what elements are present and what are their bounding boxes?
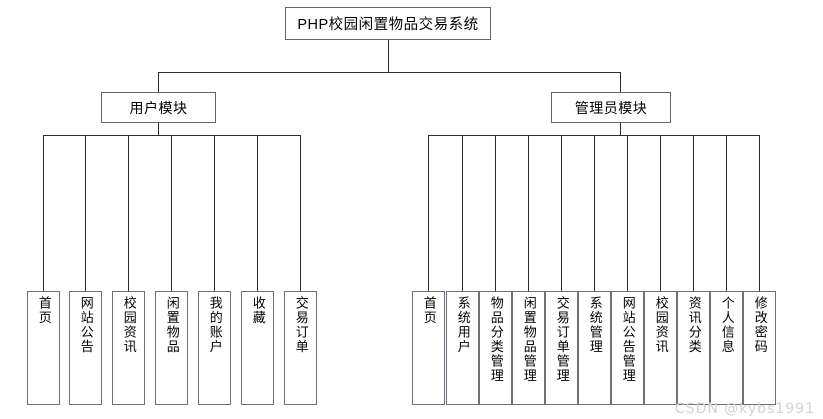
leaf-node-admin-7-label: 校园资讯 [653, 296, 669, 354]
connector-drop-admin-leaf-5 [594, 135, 595, 291]
connector-drop-admin-leaf-9 [726, 135, 727, 291]
connector-drop-user-leaf-1 [85, 135, 86, 291]
leaf-node-user-1[interactable]: 网站公告 [69, 291, 102, 405]
connector-drop-user-leaf-0 [43, 135, 44, 291]
leaf-node-admin-1-label: 系统用户 [455, 296, 471, 354]
root-node-system-title[interactable]: PHP校园闲置物品交易系统 [285, 7, 491, 40]
leaf-node-user-4-label: 我的账户 [207, 296, 223, 354]
leaf-node-admin-8-label: 资讯分类 [686, 296, 702, 354]
leaf-node-admin-0-label: 首页 [421, 296, 437, 325]
leaf-node-admin-3[interactable]: 闲置物品管理 [512, 291, 545, 405]
connector-drop-admin-leaf-2 [495, 135, 496, 291]
leaf-node-admin-6-label: 网站公告管理 [620, 296, 636, 383]
connector-user-module-stem [158, 123, 159, 136]
connector-drop-admin-leaf-10 [759, 135, 760, 291]
leaf-node-user-2[interactable]: 校园资讯 [112, 291, 145, 405]
leaf-node-admin-10-label: 修改密码 [752, 296, 768, 354]
leaf-node-user-6-label: 交易订单 [293, 296, 309, 354]
leaf-node-admin-1[interactable]: 系统用户 [446, 291, 479, 405]
branch-node-admin-module-label: 管理员模块 [574, 99, 648, 116]
connector-drop-user-leaf-6 [300, 135, 301, 291]
connector-drop-user-leaf-5 [257, 135, 258, 291]
leaf-node-admin-8[interactable]: 资讯分类 [677, 291, 710, 405]
leaf-node-admin-10[interactable]: 修改密码 [743, 291, 776, 405]
connector-drop-admin-leaf-4 [561, 135, 562, 291]
connector-drop-admin-leaf-1 [462, 135, 463, 291]
connector-drop-admin-leaf-0 [428, 135, 429, 291]
leaf-node-user-0[interactable]: 首页 [27, 291, 60, 405]
watermark: CSDN @kybs1991 [674, 401, 815, 417]
root-node-label: PHP校园闲置物品交易系统 [297, 17, 479, 33]
leaf-node-user-4[interactable]: 我的账户 [198, 291, 231, 405]
leaf-node-user-3[interactable]: 闲置物品 [155, 291, 188, 405]
connector-drop-user-leaf-3 [171, 135, 172, 291]
leaf-node-admin-2-label: 物品分类管理 [488, 296, 504, 383]
connector-root-stem [388, 40, 389, 72]
leaf-node-user-2-label: 校园资讯 [121, 296, 137, 354]
connector-drop-admin-leaf-7 [660, 135, 661, 291]
leaf-node-user-5[interactable]: 收藏 [241, 291, 274, 405]
branch-node-user-module[interactable]: 用户模块 [101, 92, 216, 123]
leaf-node-admin-9-label: 个人信息 [719, 296, 735, 354]
leaf-node-admin-5[interactable]: 系统管理 [578, 291, 611, 405]
connector-admin-bus [428, 135, 759, 136]
connector-drop-user-leaf-2 [128, 135, 129, 291]
leaf-node-user-5-label: 收藏 [250, 296, 266, 325]
leaf-node-user-0-label: 首页 [36, 296, 52, 325]
connector-root-bus [158, 72, 620, 73]
leaf-node-admin-7[interactable]: 校园资讯 [644, 291, 677, 405]
leaf-node-user-3-label: 闲置物品 [164, 296, 180, 354]
leaf-node-admin-4[interactable]: 交易订单管理 [545, 291, 578, 405]
connector-drop-admin-leaf-6 [627, 135, 628, 291]
leaf-node-admin-2[interactable]: 物品分类管理 [479, 291, 512, 405]
leaf-node-admin-0[interactable]: 首页 [412, 291, 445, 405]
leaf-node-admin-5-label: 系统管理 [587, 296, 603, 354]
branch-node-user-module-label: 用户模块 [129, 99, 188, 116]
leaf-node-user-1-label: 网站公告 [78, 296, 94, 354]
connector-drop-user-module [158, 72, 159, 92]
leaf-node-admin-4-label: 交易订单管理 [554, 296, 570, 383]
leaf-node-admin-3-label: 闲置物品管理 [521, 296, 537, 383]
branch-node-admin-module[interactable]: 管理员模块 [551, 92, 671, 123]
leaf-node-admin-6[interactable]: 网站公告管理 [611, 291, 644, 405]
leaf-node-admin-9[interactable]: 个人信息 [710, 291, 743, 405]
connector-drop-admin-leaf-8 [693, 135, 694, 291]
connector-drop-user-leaf-4 [214, 135, 215, 291]
leaf-node-user-6[interactable]: 交易订单 [284, 291, 317, 405]
connector-drop-admin-leaf-3 [528, 135, 529, 291]
connector-drop-admin-module [620, 72, 621, 92]
connector-admin-module-stem [620, 123, 621, 136]
